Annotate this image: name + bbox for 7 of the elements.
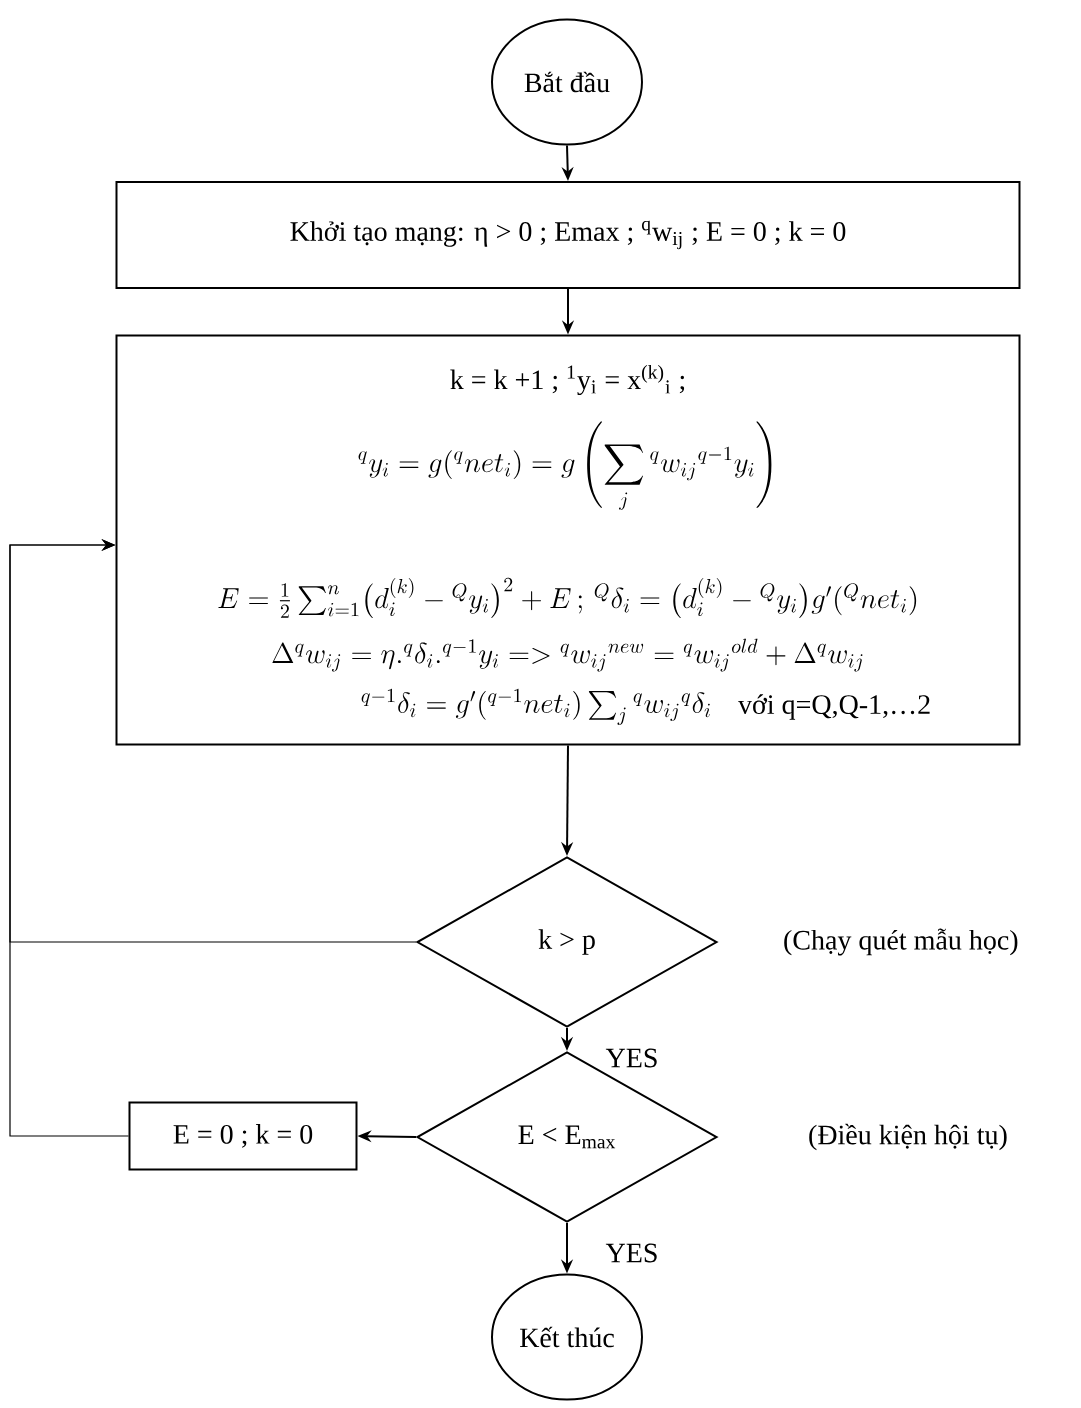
- process-box: Khởi tạo mạng: η > 0 ; Emax ; $^{q}$w$_{ij}$ ; E = 0 ; k = 0: [115, 181, 1021, 289]
- process-box: E = 0 ; k = 0: [128, 1101, 358, 1171]
- process-box: k = k +1 ; $^{1}$y$_{i}$ = x$^{(k)}$$_{i}$ ; ${}^{q}y_i = g({}^{q}net_i) = g\left(\sum_{j} {}^{q}w_{ij}{}^{q-1}y_i\right)$ $E = \tfrac{1}{2}\sum_{i=1}^{n}\bigl(d_i^{(k)} - {}^{Q}y_i\bigr)^2 + E \,;\, {}^{Q}\delta_i = \bigl(d_i^{(k)} - {}^{Q}y_i\bigr)g'({}^{Q}net_i)$ $\Delta {}^{q}w_{ij} = \eta.{}^{q}\delta_i.{}^{q-1}y_i \;{=}{>}\; {}^{q}w_{ij}{}^{new} = {}^{q}w_{ij}{}^{old} + \Delta {}^{q}w_{ij}$ ${}^{q-1}\delta_i = g'({}^{q-1}net_i)\textstyle\sum_{j} {}^{q}w_{ij}{}^{q}\delta_i$ với q=Q,Q-1,…2: [115, 334, 1021, 746]
- note-text: (Chạy quét mẫu học): [784, 928, 1018, 956]
- note-text: (Điều kiện hội tụ): [809, 1123, 1007, 1151]
- edge-label: YES: [603, 1241, 661, 1265]
- arrow: [9, 538, 130, 1137]
